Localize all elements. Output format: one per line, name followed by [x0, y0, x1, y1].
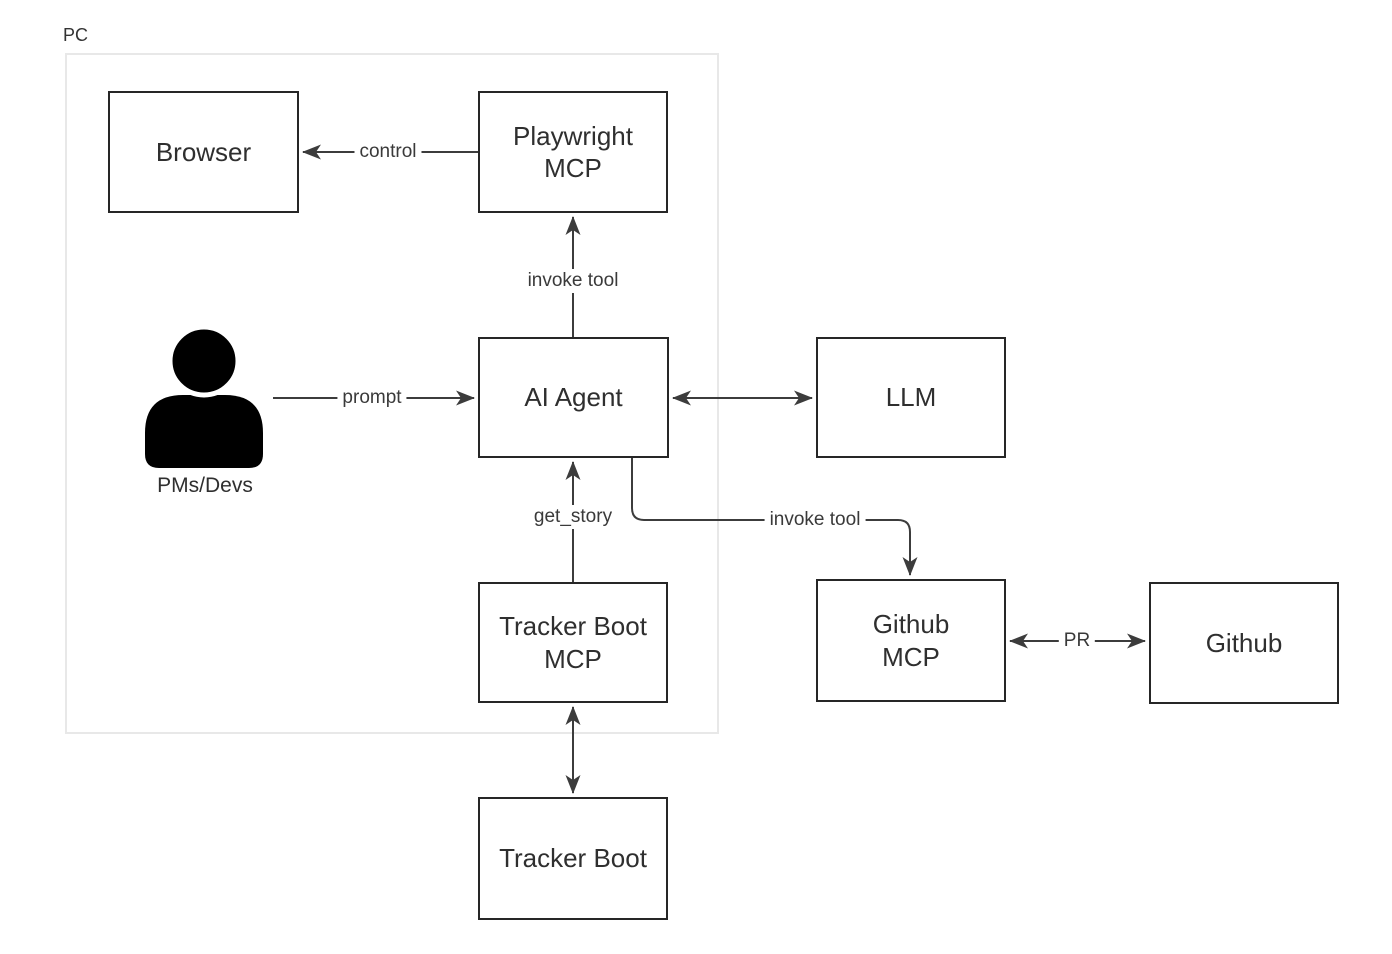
edge-label-invoke-tool-github: invoke tool	[764, 508, 866, 532]
node-ai-agent: AI Agent	[478, 337, 669, 458]
actor-pms-devs	[145, 324, 265, 475]
node-playwright-mcp-label: Playwright MCP	[513, 120, 633, 184]
edge-label-control: control	[354, 140, 422, 164]
edge-label-prompt: prompt	[337, 386, 407, 410]
node-browser: Browser	[108, 91, 299, 213]
person-icon	[145, 324, 263, 468]
actor-pms-devs-label: PMs/Devs	[157, 474, 253, 497]
node-ai-agent-label: AI Agent	[524, 382, 623, 413]
node-tracker-boot-mcp-label: Tracker Boot MCP	[499, 611, 647, 674]
node-github: Github	[1149, 582, 1339, 704]
node-tracker-boot: Tracker Boot	[478, 797, 668, 920]
node-github-mcp: Github MCP	[816, 579, 1006, 702]
edge-label-pr: PR	[1058, 629, 1096, 653]
node-github-label: Github	[1205, 627, 1283, 658]
node-llm-label: LLM	[885, 382, 937, 413]
edge-label-get-story: get_story	[528, 505, 618, 529]
node-tracker-boot-mcp: Tracker Boot MCP	[478, 582, 668, 703]
node-github-mcp-label: Github MCP	[872, 609, 950, 672]
node-llm: LLM	[816, 337, 1006, 458]
node-tracker-boot-label: Tracker Boot	[499, 843, 647, 874]
pc-group-label: PC	[63, 25, 89, 45]
node-browser-label: Browser	[155, 136, 252, 167]
edge-label-invoke-tool-playwright: invoke tool	[522, 269, 624, 293]
node-playwright-mcp: Playwright MCP	[478, 91, 668, 213]
